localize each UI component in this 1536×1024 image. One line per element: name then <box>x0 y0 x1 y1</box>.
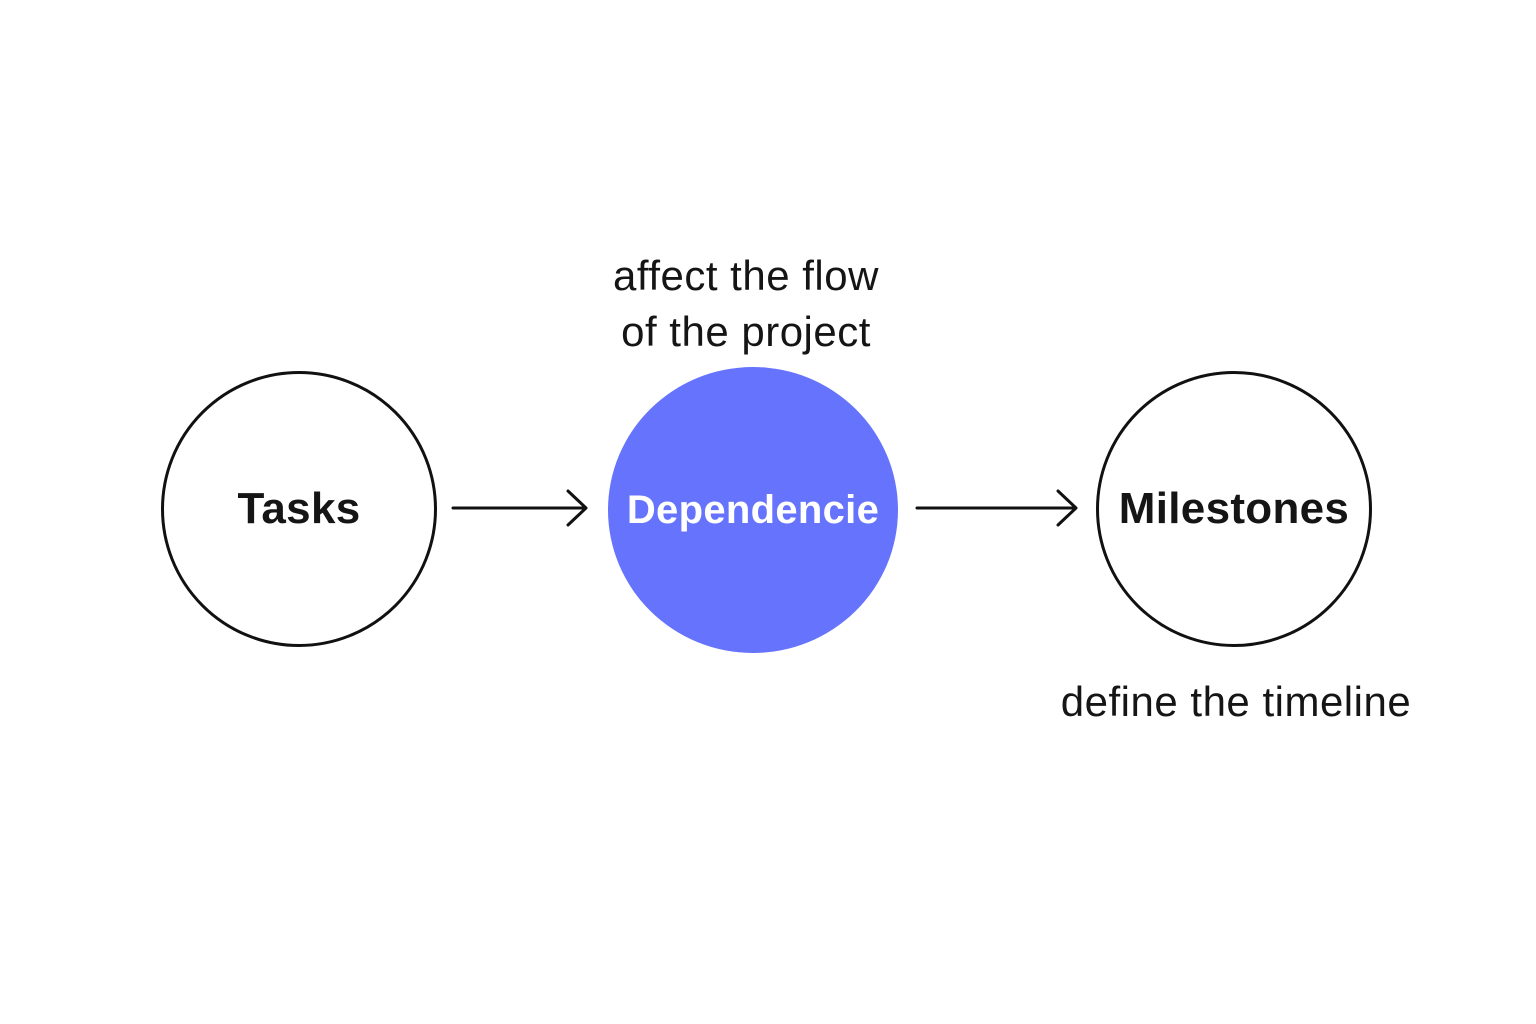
tasks-node: Tasks <box>161 371 437 647</box>
dependencies-annotation-line-2: of the project <box>621 308 871 355</box>
milestones-node-label: Milestones <box>1118 484 1350 533</box>
milestones-node: Milestones <box>1096 371 1372 647</box>
milestones-annotation: define the timeline <box>1060 678 1412 725</box>
dependencies-annotation: affect the flow of the project <box>546 248 946 360</box>
dependencies-annotation-line-1: affect the flow <box>613 252 879 299</box>
dependencies-node-label: Dependencie <box>626 487 880 532</box>
tasks-node-label: Tasks <box>237 484 361 533</box>
arrow-tasks-to-dependencies <box>451 489 588 527</box>
arrow-dependencies-to-milestones <box>915 489 1078 527</box>
dependencies-node: Dependencie <box>608 367 898 653</box>
